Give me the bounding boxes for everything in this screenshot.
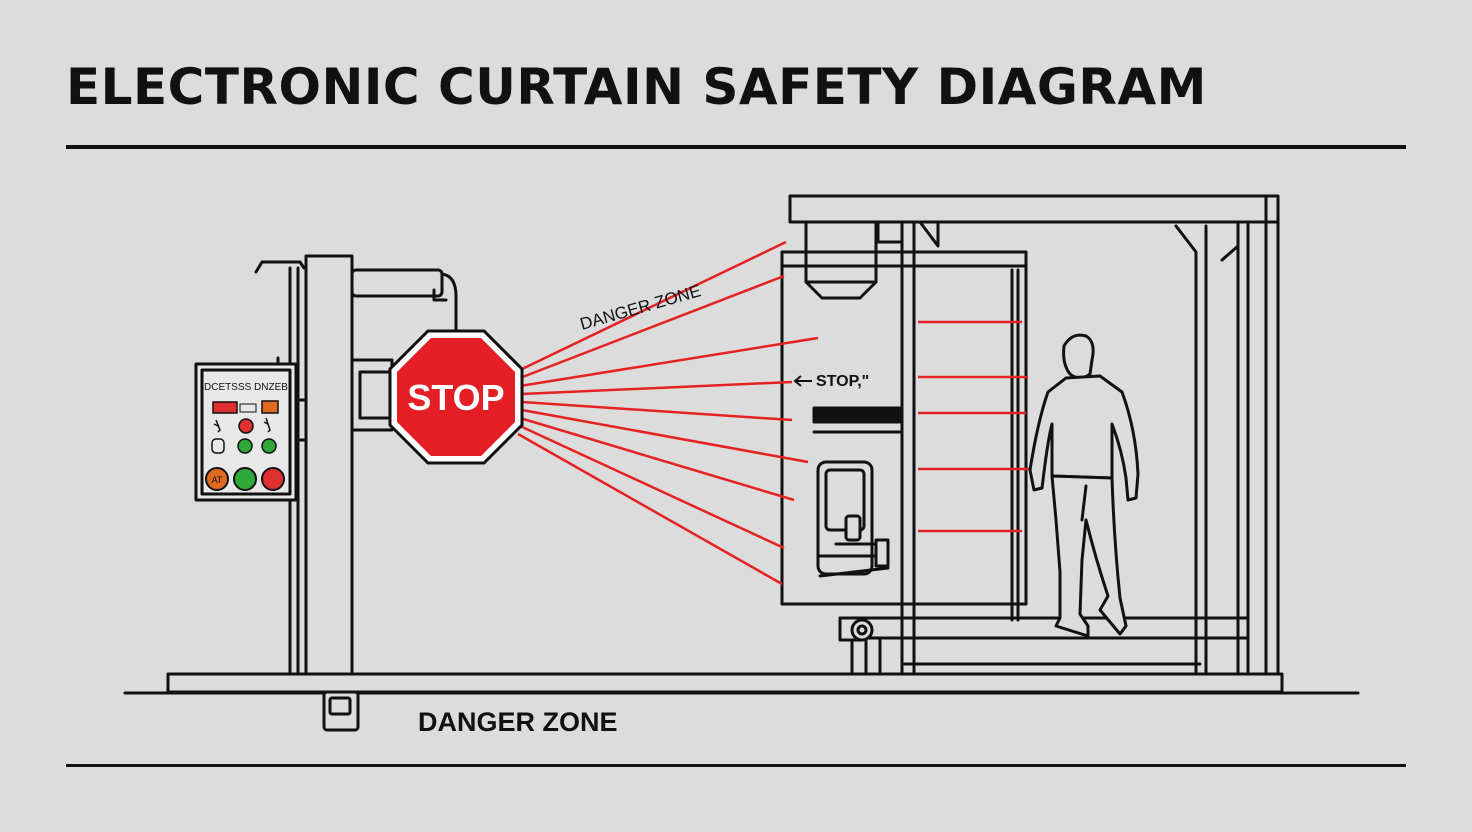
light-beam bbox=[519, 336, 819, 388]
stop-sign-icon bbox=[388, 329, 524, 465]
light-beam bbox=[519, 416, 795, 502]
stop-pointer-label: STOP," bbox=[816, 373, 869, 390]
floor-base bbox=[123, 672, 1360, 732]
light-beam bbox=[517, 432, 783, 586]
stop-pointer bbox=[793, 375, 812, 387]
danger-zone-bottom-label: DANGER ZONE bbox=[418, 707, 618, 737]
light-beam bbox=[519, 240, 787, 372]
panel-indicators bbox=[211, 400, 279, 454]
panel-button-label: AT bbox=[212, 475, 223, 485]
stop-sign-label: STOP bbox=[407, 377, 504, 418]
panel-heading: DCETSSS DNZEB bbox=[204, 382, 288, 393]
light-beam bbox=[521, 380, 793, 396]
light-beam-icon bbox=[517, 240, 1030, 586]
bottom-rule bbox=[66, 764, 1406, 767]
danger-zone-angled-label: DANGER ZONE bbox=[578, 281, 703, 334]
light-beam bbox=[521, 408, 809, 464]
light-beam bbox=[519, 424, 785, 550]
page-title: ELECTRONIC CURTAIN SAFETY DIAGRAM bbox=[66, 58, 1207, 116]
light-beam bbox=[521, 400, 793, 422]
panel-buttons bbox=[205, 467, 285, 491]
light-beam bbox=[519, 274, 785, 380]
machine-frame bbox=[780, 194, 1280, 676]
title-rule bbox=[66, 145, 1406, 149]
person-walking-icon bbox=[1028, 333, 1140, 638]
